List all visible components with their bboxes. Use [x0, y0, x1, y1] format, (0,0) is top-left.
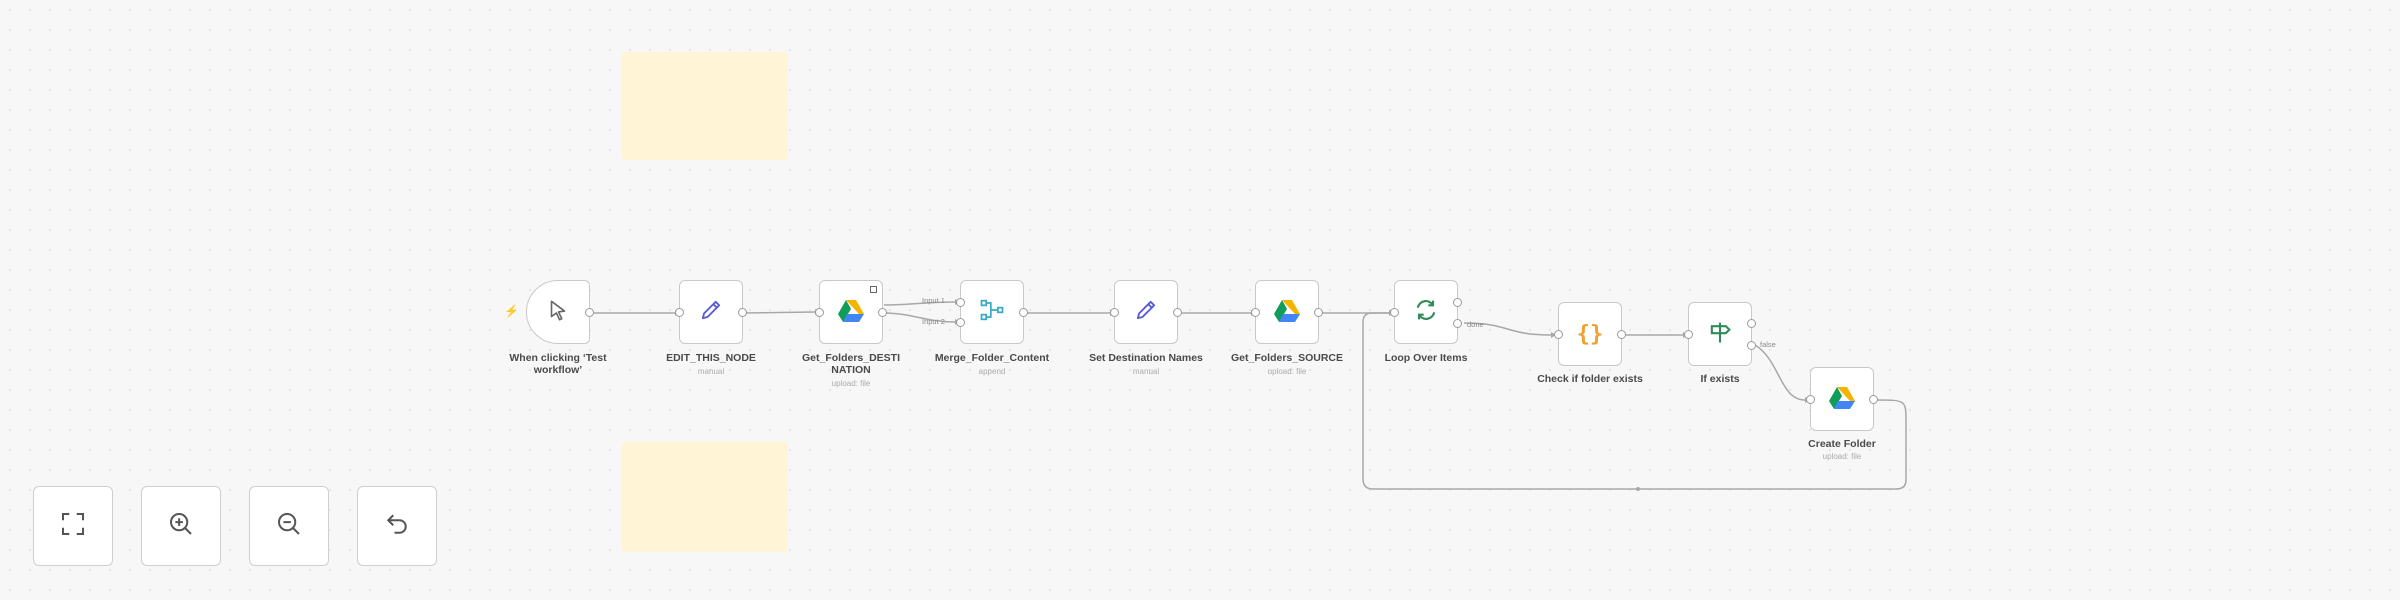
input-handle-2[interactable] [956, 318, 965, 327]
sticky-note[interactable] [622, 442, 788, 552]
output-handle-loop[interactable] [1453, 298, 1462, 307]
undo-icon [382, 509, 412, 544]
node-get-folders-destination[interactable] [815, 280, 887, 344]
google-drive-icon [1273, 297, 1301, 328]
input-handle[interactable] [815, 308, 824, 317]
node-edit-this-node[interactable] [675, 280, 747, 344]
node-label: If exists [1700, 373, 1740, 385]
input-handle[interactable] [1806, 395, 1815, 404]
loop-icon [1412, 296, 1440, 329]
connection [742, 311, 816, 314]
code-braces-icon: {} [1576, 321, 1604, 347]
node-label: When clicking ‘Test workflow’ [509, 352, 607, 376]
zoom-out-button[interactable] [249, 486, 329, 566]
node-label: Check if folder exists [1537, 373, 1643, 385]
node-label: Create Folder [1808, 438, 1876, 450]
node-subtitle: upload: file [1267, 367, 1307, 376]
output-handle-true[interactable] [1747, 319, 1756, 328]
input-handle[interactable] [1110, 308, 1119, 317]
merge-icon [978, 296, 1006, 329]
input-handle[interactable] [1684, 330, 1693, 339]
if-signpost-icon [1706, 318, 1734, 351]
node-label: Get_Folders_SOURCE [1230, 352, 1344, 364]
input-handle[interactable] [675, 308, 684, 317]
node-label: Loop Over Items [1384, 352, 1468, 364]
edge-label-done: done [1467, 320, 1484, 329]
fit-view-icon [58, 509, 88, 544]
zoom-in-button[interactable] [141, 486, 221, 566]
google-drive-icon [837, 297, 865, 328]
fit-view-button[interactable] [33, 486, 113, 566]
sticky-note[interactable] [622, 52, 788, 160]
reset-zoom-button[interactable] [357, 486, 437, 566]
node-check-if-folder-exists[interactable]: {} [1554, 302, 1626, 366]
node-subtitle: append [978, 367, 1006, 376]
zoom-in-icon [166, 509, 196, 544]
node-create-folder[interactable] [1806, 367, 1878, 431]
pencil-icon [697, 296, 725, 329]
node-subtitle: manual [1132, 367, 1160, 376]
input-handle[interactable] [1554, 330, 1563, 339]
output-handle[interactable] [1617, 330, 1626, 339]
node-merge-folder-content[interactable] [956, 280, 1028, 344]
node-status-indicator [870, 286, 877, 293]
edge-label-input1: Input 1 [922, 296, 945, 305]
node-subtitle: manual [697, 367, 725, 376]
node-if-exists[interactable] [1684, 302, 1756, 366]
output-handle-false[interactable] [1747, 341, 1756, 350]
node-subtitle: upload: file [1822, 452, 1862, 461]
output-handle[interactable] [738, 308, 747, 317]
output-handle-done[interactable] [1453, 319, 1462, 328]
output-handle[interactable] [1869, 395, 1878, 404]
node-label: Set Destination Names [1089, 352, 1203, 364]
node-loop-over-items[interactable] [1390, 280, 1462, 344]
edge-label-false: false [1760, 340, 1776, 349]
google-drive-icon [1828, 384, 1856, 415]
cursor-icon [545, 297, 571, 328]
pencil-icon [1132, 296, 1160, 329]
node-label: Merge_Folder_Content [934, 352, 1050, 364]
output-handle[interactable] [1314, 308, 1323, 317]
node-manual-trigger[interactable] [526, 280, 594, 344]
node-label: Get_Folders_DESTINATION [801, 352, 901, 376]
trigger-bolt-icon: ⚡ [504, 304, 519, 318]
input-handle-1[interactable] [956, 298, 965, 307]
zoom-out-icon [274, 509, 304, 544]
output-handle[interactable] [1019, 308, 1028, 317]
output-handle[interactable] [585, 308, 594, 317]
input-handle[interactable] [1251, 308, 1260, 317]
input-handle[interactable] [1390, 308, 1399, 317]
node-subtitle: upload: file [831, 379, 871, 388]
edge-label-input2: Input 2 [922, 317, 945, 326]
node-set-destination-names[interactable] [1110, 280, 1182, 344]
output-handle[interactable] [878, 308, 887, 317]
node-label: EDIT_THIS_NODE [666, 352, 756, 364]
output-handle[interactable] [1173, 308, 1182, 317]
node-get-folders-source[interactable] [1251, 280, 1323, 344]
